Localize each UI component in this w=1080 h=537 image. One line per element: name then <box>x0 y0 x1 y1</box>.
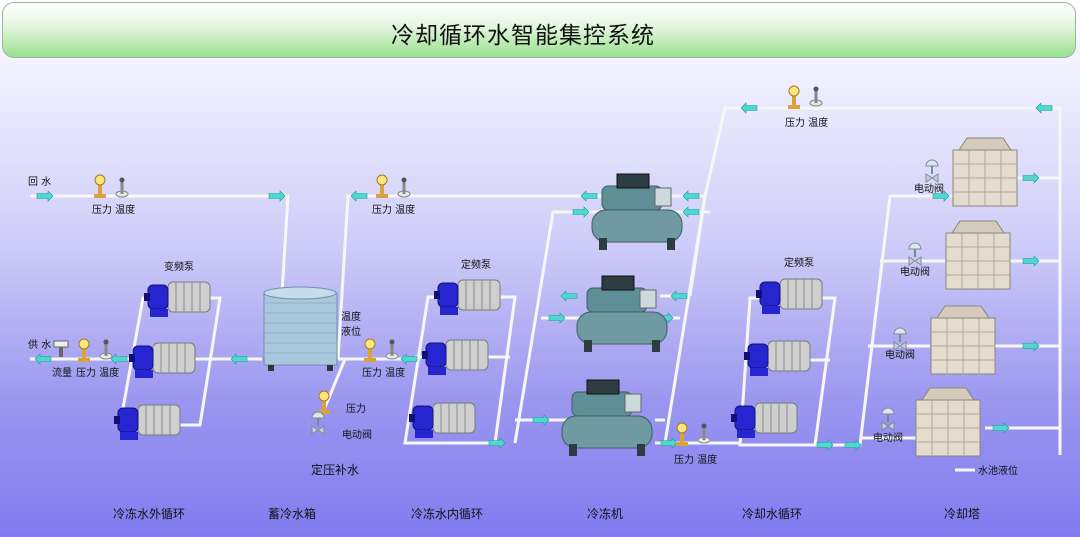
section-cooling-water-loop: 冷却水循环 <box>742 507 803 521</box>
makeup-water-label: 定压补水 <box>311 463 360 477</box>
flow-meter-icon <box>53 340 69 357</box>
tower-valve-1-label: 电动阀 <box>914 184 944 195</box>
tower-valve-2-label: 电动阀 <box>900 267 930 278</box>
inner-fixed-pump-label: 定频泵 <box>461 260 491 271</box>
section-storage-tank: 蓄冷水箱 <box>268 507 317 521</box>
makeup-pressure-label: 压力 <box>346 404 366 415</box>
inner-pressure-temp-label: 压力 温度 <box>362 368 406 379</box>
makeup-valve-label: 电动阀 <box>342 430 372 441</box>
cold-storage-tank <box>263 286 338 371</box>
tank-level-label: 液位 <box>341 327 361 338</box>
return-water-label: 回 水 <box>28 177 52 188</box>
pipes <box>30 106 1062 472</box>
cooling-fixed-pump-label: 定频泵 <box>784 258 814 269</box>
tower-valve-3-label: 电动阀 <box>885 350 915 361</box>
section-external-loop: 冷冻水外循环 <box>113 507 186 521</box>
section-chiller: 冷冻机 <box>587 507 624 521</box>
vfd-pump-label: 变频泵 <box>164 262 194 273</box>
page-title: 冷却循环水智能集控系统 <box>391 23 655 49</box>
cooling-pressure-temp-label: 压力 温度 <box>785 118 829 129</box>
chillers <box>561 173 683 457</box>
section-cooling-tower: 冷却塔 <box>944 507 981 521</box>
tank-temp-label: 温度 <box>341 312 361 323</box>
condenser-pressure-temp-label: 压力 温度 <box>674 455 718 466</box>
flow-label: 流量 <box>52 368 72 379</box>
pool-level-label: 水池液位 <box>978 466 1018 477</box>
tower-valve-4-label: 电动阀 <box>873 433 903 444</box>
title-bar: 冷却循环水智能集控系统 <box>2 2 1076 58</box>
return-pressure-temp-label: 压力 温度 <box>92 205 136 216</box>
sensors <box>53 85 939 447</box>
section-inner-loop: 冷冻水内循环 <box>411 507 484 521</box>
supply-pressure-temp-label: 压力 温度 <box>76 368 120 379</box>
tank-outlet-pressure-temp-label: 压力 温度 <box>372 205 416 216</box>
supply-water-label: 供 水 <box>28 340 52 351</box>
